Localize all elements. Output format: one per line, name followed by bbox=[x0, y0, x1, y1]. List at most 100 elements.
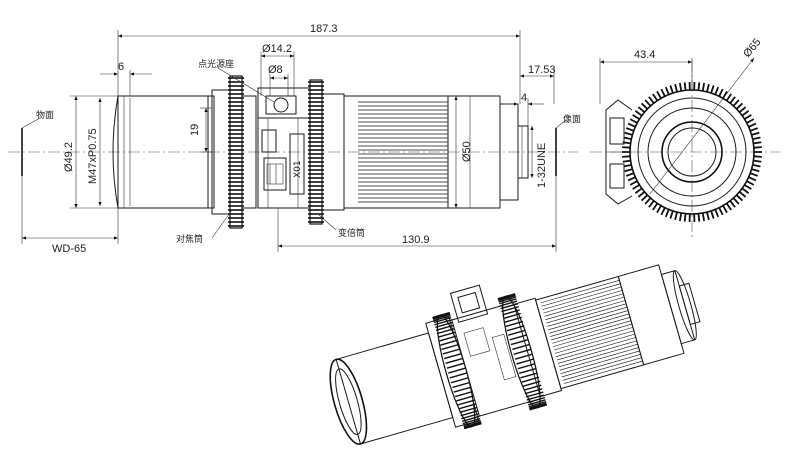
gear-tooth bbox=[706, 83, 710, 93]
gear-tooth bbox=[434, 319, 452, 326]
gear-tooth bbox=[622, 155, 631, 158]
cooling-fin bbox=[558, 343, 638, 368]
gear-tooth bbox=[435, 321, 453, 329]
gear-tooth bbox=[634, 187, 643, 194]
gear-tooth bbox=[459, 406, 478, 414]
gear-tooth bbox=[738, 191, 747, 198]
object-plane-label: 物面 bbox=[36, 109, 54, 121]
cooling-fin bbox=[540, 280, 620, 304]
cooling-fin bbox=[553, 323, 633, 347]
gear-tooth bbox=[744, 184, 752, 190]
gear-tooth bbox=[710, 210, 715, 219]
gear-tooth bbox=[521, 376, 540, 383]
gear-tooth bbox=[732, 197, 740, 205]
dim-barrel-diameter: Ø50 bbox=[454, 96, 473, 208]
gear-tooth bbox=[741, 110, 750, 117]
gear-tooth bbox=[722, 90, 728, 99]
gear-tooth bbox=[514, 353, 533, 360]
gear-tooth bbox=[683, 82, 687, 91]
gear-tooth bbox=[729, 200, 736, 208]
rear-small-text: 4 bbox=[521, 92, 527, 104]
gear-tooth bbox=[674, 211, 678, 221]
gear-tooth bbox=[528, 401, 547, 408]
gear-tooth bbox=[625, 172, 635, 177]
gear-tooth bbox=[753, 141, 762, 145]
gear-tooth bbox=[629, 180, 638, 186]
dim-front-diameter: Ø49.2 M47xP0.75 bbox=[63, 95, 118, 209]
gear-tooth bbox=[624, 131, 633, 136]
callout-zoom-ring: 变倍筒 bbox=[317, 213, 365, 239]
gear-tooth bbox=[520, 372, 538, 379]
gear-tooth bbox=[678, 212, 683, 222]
end-view bbox=[590, 60, 780, 238]
gear-tooth bbox=[753, 146, 762, 149]
cooling-fin bbox=[548, 306, 628, 331]
gear-tooth bbox=[664, 209, 670, 218]
pinhole-inner-text: Ø8 bbox=[268, 64, 283, 76]
gear-tooth bbox=[438, 335, 457, 342]
gear-tooth bbox=[450, 377, 469, 384]
gear-tooth bbox=[528, 402, 547, 409]
gear-tooth bbox=[518, 367, 537, 375]
gear-tooth bbox=[752, 164, 761, 168]
mount-thread-text: 1-32UNE bbox=[536, 143, 548, 188]
gear-tooth bbox=[748, 122, 757, 128]
gear-tooth bbox=[458, 403, 477, 410]
gear-tooth bbox=[664, 86, 670, 95]
gear-tooth bbox=[513, 348, 532, 355]
gear-tooth bbox=[433, 315, 451, 322]
cooling-fin bbox=[551, 317, 631, 341]
gear-tooth bbox=[509, 334, 528, 341]
image-plane-label: 像面 bbox=[563, 113, 581, 125]
cooling-fin bbox=[561, 354, 641, 378]
gear-tooth bbox=[502, 309, 520, 316]
gear-tooth bbox=[499, 298, 517, 305]
dim-pinhole: Ø14.2 Ø8 点光源座 bbox=[198, 43, 295, 103]
gear-tooth bbox=[623, 164, 632, 168]
gear-tooth bbox=[753, 155, 762, 158]
cooling-fin bbox=[547, 303, 627, 327]
gear-tooth bbox=[648, 96, 655, 104]
gear-tooth bbox=[527, 399, 546, 406]
dim-end-width: 43.4 bbox=[599, 49, 693, 104]
dim-front-step: 6 bbox=[100, 61, 152, 96]
gear-tooth bbox=[527, 396, 546, 404]
cooling-fin bbox=[554, 330, 634, 354]
cooling-fin bbox=[541, 283, 621, 307]
gear-tooth bbox=[623, 136, 632, 140]
front-step-text: 6 bbox=[118, 61, 124, 73]
point-source-block: X01 bbox=[257, 87, 311, 209]
dim-overall-length: 187.3 bbox=[117, 23, 521, 104]
rear-step-text: 17.53 bbox=[528, 64, 556, 76]
gear-tooth bbox=[648, 200, 655, 208]
gear-tooth bbox=[652, 93, 659, 102]
cooling-fin bbox=[552, 320, 632, 344]
gear-tooth bbox=[749, 172, 759, 177]
gear-tooth bbox=[433, 316, 452, 324]
gear-tooth bbox=[722, 205, 728, 214]
dim-working-distance: WD-65 bbox=[21, 176, 119, 255]
rear-barrel bbox=[343, 95, 529, 209]
gear-tooth bbox=[632, 184, 640, 190]
gear-tooth bbox=[729, 96, 736, 104]
gear-tooth bbox=[464, 422, 482, 430]
gear-tooth bbox=[498, 296, 517, 303]
gear-tooth bbox=[516, 358, 534, 365]
gear-tooth bbox=[456, 395, 474, 402]
cooling-fin bbox=[563, 360, 643, 384]
gear-tooth bbox=[517, 363, 536, 370]
gear-tooth bbox=[706, 211, 710, 221]
gear-tooth bbox=[637, 106, 646, 113]
cooling-fin bbox=[546, 300, 626, 324]
gear-tooth bbox=[432, 312, 451, 319]
gear-tooth bbox=[701, 82, 706, 92]
gear-tooth bbox=[460, 410, 479, 417]
gear-tooth bbox=[624, 168, 633, 173]
zoom-ring-label: 变倍筒 bbox=[338, 227, 365, 239]
dim-mount-thread: 1-32UNE bbox=[530, 125, 548, 188]
gear-tooth bbox=[738, 106, 747, 113]
gear-tooth bbox=[656, 90, 662, 99]
cooling-fin bbox=[556, 337, 636, 361]
overall-length-text: 187.3 bbox=[310, 23, 338, 35]
gear-tooth bbox=[660, 207, 666, 216]
